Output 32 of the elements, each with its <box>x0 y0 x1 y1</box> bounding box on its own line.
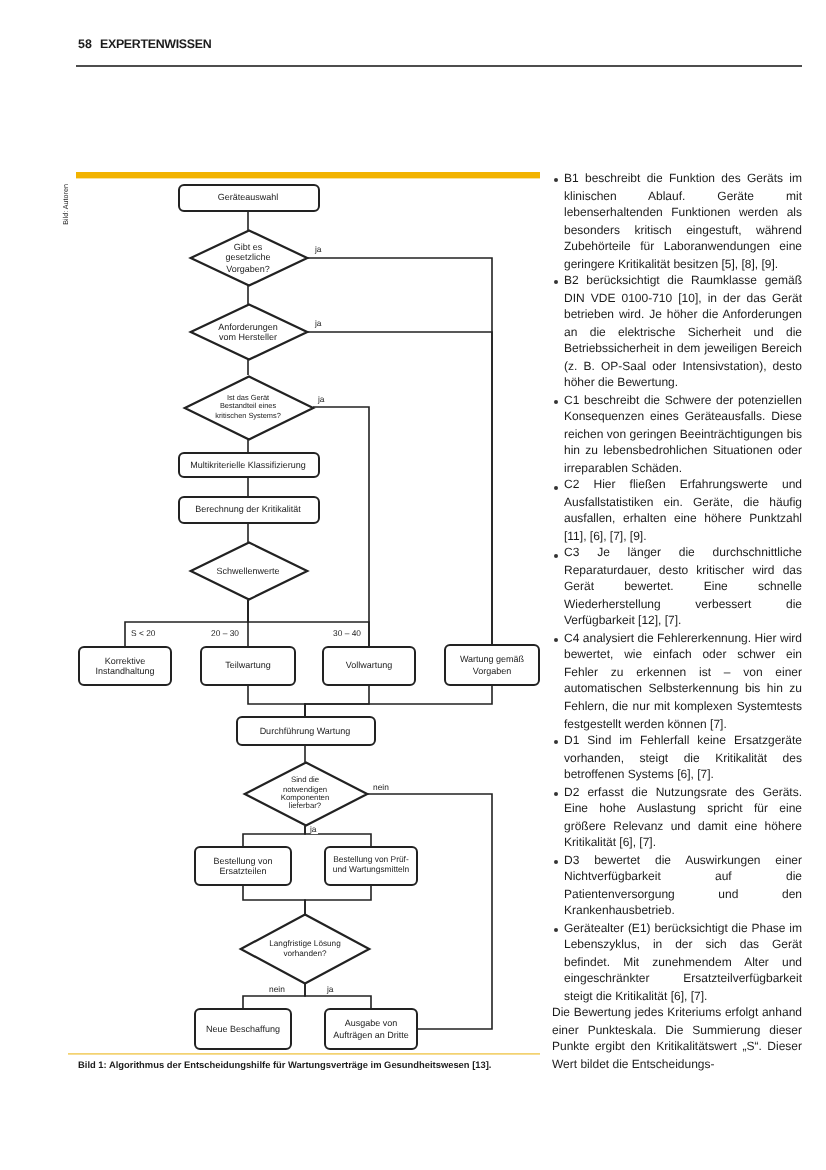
connector-line <box>304 825 372 847</box>
connector-line <box>247 599 370 647</box>
connector-line <box>304 745 306 763</box>
process-box <box>200 646 296 686</box>
connector-line <box>304 983 372 1009</box>
connector-line <box>247 477 249 497</box>
process-box <box>177 496 319 524</box>
connector-line <box>247 523 249 543</box>
process-box <box>78 646 172 686</box>
connector-line <box>247 359 249 376</box>
decision-diamond <box>189 304 307 360</box>
process-box <box>235 716 375 746</box>
process-box <box>324 1008 418 1050</box>
decision-diamond <box>189 230 307 286</box>
process-box <box>177 184 319 212</box>
process-box <box>194 1008 292 1050</box>
connector-line <box>306 331 493 645</box>
connector-line <box>366 793 493 1030</box>
decision-diamond <box>189 542 307 600</box>
connector-line <box>304 685 493 717</box>
process-box <box>444 644 540 686</box>
process-box <box>194 846 292 886</box>
connector-line <box>247 285 249 305</box>
process-box <box>324 846 418 886</box>
connector-line <box>304 885 372 915</box>
process-box <box>177 452 319 478</box>
decision-diamond <box>243 762 367 826</box>
decision-diamond <box>240 914 370 984</box>
connector-line <box>247 211 249 231</box>
process-box <box>322 646 416 686</box>
connector-line <box>247 438 249 453</box>
decision-diamond <box>183 375 313 439</box>
